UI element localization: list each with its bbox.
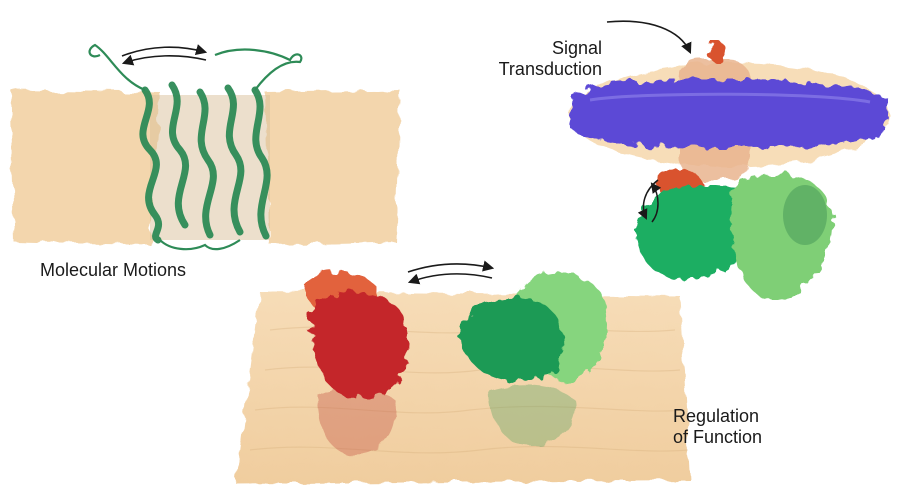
membrane-slab-right [265, 90, 400, 245]
g-protein-light-green [730, 174, 833, 301]
red-protein-body [310, 291, 409, 399]
signal-arrow [606, 20, 692, 55]
green-protein-dark [460, 298, 564, 382]
green-protein-shadow [490, 384, 576, 445]
rotation-arrows [637, 179, 662, 223]
label-regulation-line2: of Function [673, 427, 763, 447]
helix-loops [88, 43, 303, 251]
membrane-slab-left [10, 90, 160, 245]
label-signal-transduction: Signal Transduction [484, 38, 602, 80]
red-protein-shadow [318, 388, 396, 455]
motion-double-arrow [121, 44, 208, 66]
label-signal-line1: Signal [551, 38, 602, 58]
nanodisc-ring [572, 79, 888, 148]
label-regulation-line1: Regulation [673, 406, 760, 426]
ligand-blob [707, 42, 727, 62]
label-molecular-motions: Molecular Motions [40, 260, 187, 280]
label-signal-line2: Transduction [498, 59, 602, 79]
transmembrane-helices [139, 81, 271, 244]
label-regulation-of-function: Regulation of Function [673, 406, 762, 448]
surface-slab [236, 292, 690, 484]
ring-highlight [589, 92, 871, 104]
equilibrium-double-arrow [407, 260, 495, 285]
g-protein-shadow [783, 185, 827, 245]
